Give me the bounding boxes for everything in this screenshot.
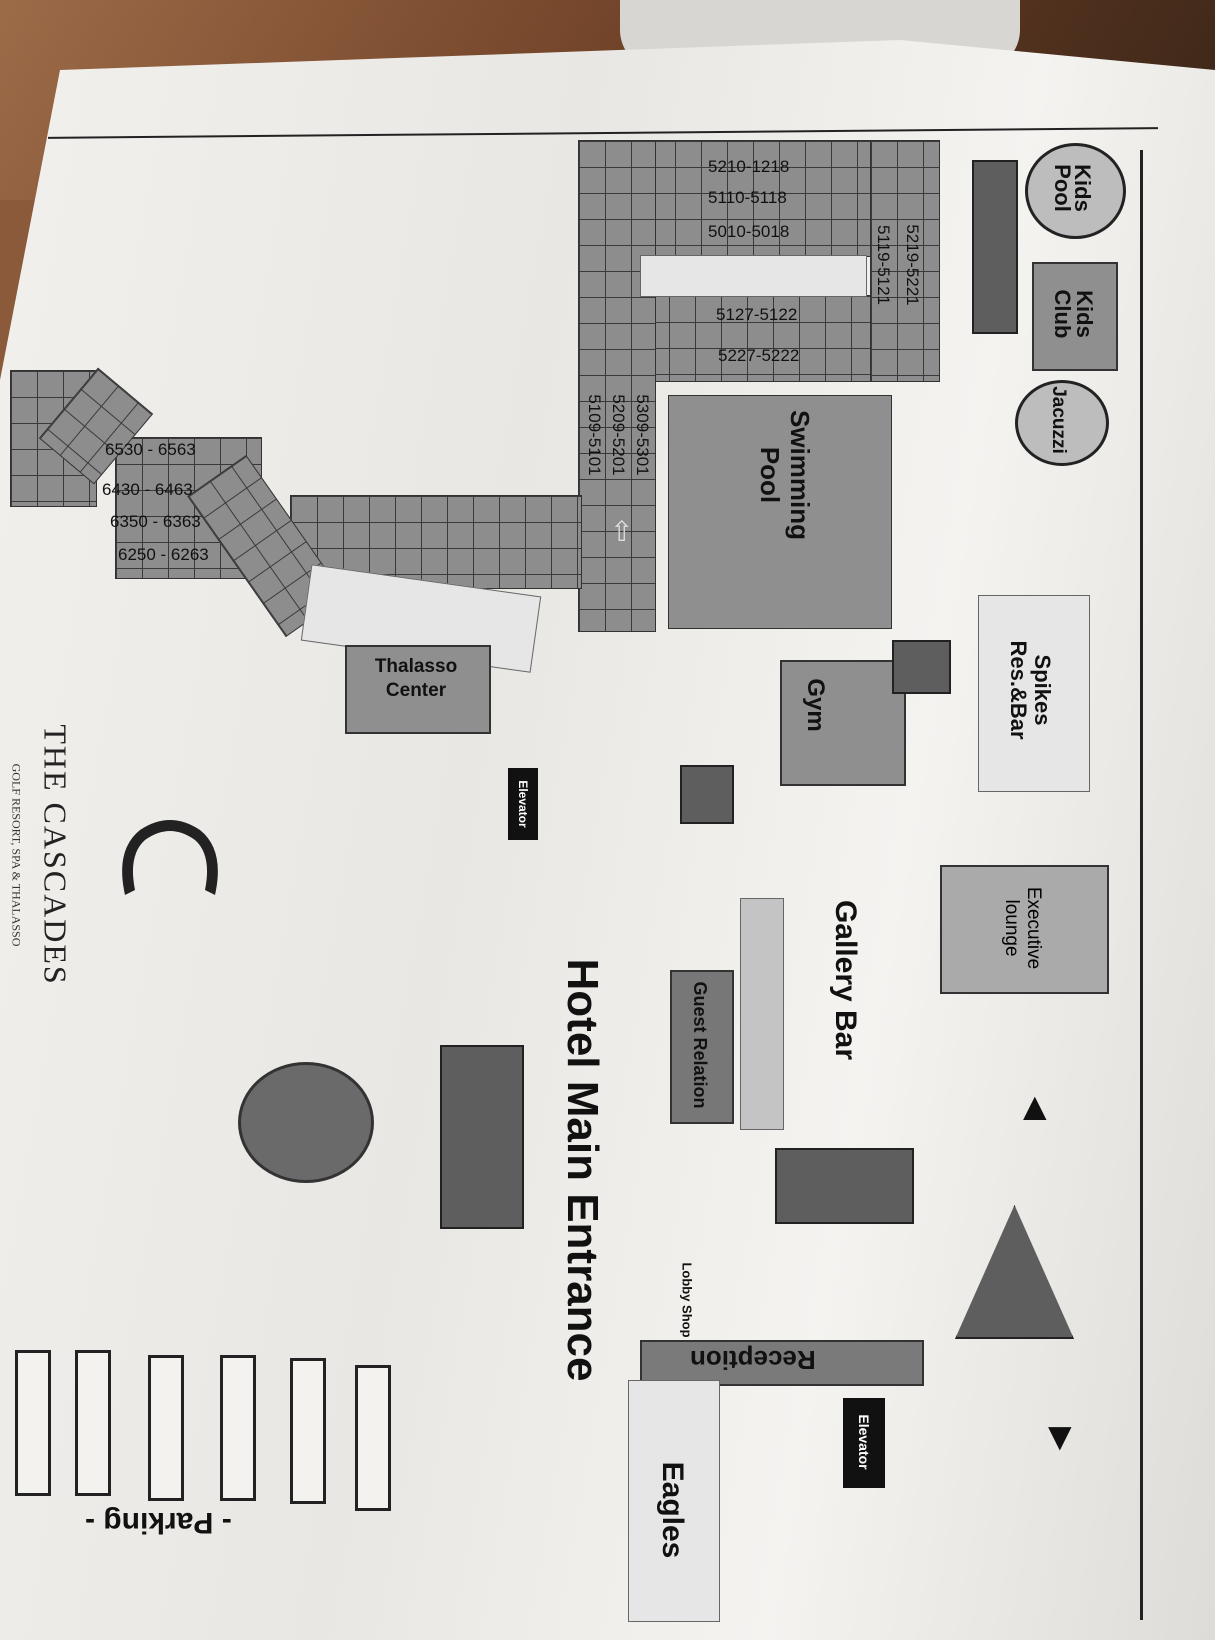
eagles-label: Eagles [656, 1461, 689, 1559]
jacuzzi-area [1015, 380, 1109, 466]
arrow-icon: ⇧ [610, 516, 634, 547]
room-block-5-left [578, 140, 656, 632]
room-range: 5309-5301 [633, 394, 652, 476]
cascades-logo [110, 810, 230, 910]
room-range: 6530 - 6563 [105, 440, 196, 459]
room-range: 5219-5221 [903, 224, 922, 306]
room-range: 5010-5018 [708, 222, 790, 241]
spikes-label: Spikes Res.&Bar [1006, 640, 1055, 740]
thalasso-label: Thalasso Center [374, 656, 458, 701]
room-range: 5110-5118 [708, 188, 787, 207]
room-range: 5127-5122 [716, 305, 798, 324]
room-range: 6350 - 6363 [110, 512, 201, 531]
parking-space [148, 1355, 184, 1501]
elevator-box [508, 768, 538, 840]
entrance-stairs [440, 1045, 524, 1229]
brand-tagline: GOLF RESORT, SPA & THALASSO [9, 763, 24, 947]
parking-space [15, 1350, 51, 1496]
executive-lounge-area [940, 865, 1109, 994]
spikes-area [978, 595, 1090, 792]
room-range: 5109-5101 [585, 394, 604, 476]
kids-pool-label: Kids Pool [1050, 164, 1095, 212]
courtyard [640, 255, 867, 297]
executive-lounge-label: Executive lounge [1001, 886, 1044, 970]
brand-name: THE CASCADES [37, 724, 74, 986]
room-range: 5209-5201 [609, 394, 628, 476]
kids-pool-area [1025, 143, 1126, 239]
parking-space [75, 1350, 111, 1496]
bar-counter [740, 898, 784, 1130]
gym-label: Gym [802, 678, 829, 732]
parking-space [355, 1365, 391, 1511]
gym-area [780, 660, 906, 786]
guest-relation-area [670, 970, 734, 1124]
kids-club-area [1032, 262, 1118, 371]
arrow-down-icon: ▼ [1040, 1415, 1080, 1459]
map-border-right [1140, 150, 1143, 1620]
main-entrance-label: Hotel Main Entrance [558, 958, 607, 1382]
room-range: 6250 - 6263 [118, 545, 209, 564]
room-range: 5119-5121 [874, 224, 893, 306]
fountain [238, 1062, 374, 1183]
lobby-shop-label: Lobby Shop [679, 1262, 695, 1338]
swimming-pool-label: Swimming Pool [755, 409, 815, 540]
stairs [680, 765, 734, 824]
thalasso-area [345, 645, 491, 734]
gallery-bar-label: Gallery Bar [829, 899, 862, 1061]
elevator-label: Elevator [516, 780, 530, 828]
parking-space [290, 1358, 326, 1504]
lounge-seating [775, 1148, 914, 1224]
elevator-label: Elevator [856, 1414, 872, 1470]
kids-club-label: Kids Club [1050, 289, 1097, 339]
arrow-up-icon: ▲ [1015, 1085, 1055, 1129]
kids-structure [972, 160, 1018, 334]
eagles-area [628, 1380, 720, 1622]
room-range: 5227-5222 [718, 346, 800, 365]
parking-label: - Parking - [85, 1506, 232, 1539]
stairs [892, 640, 951, 694]
room-range: 6430 - 6463 [102, 480, 193, 499]
parking-space [220, 1355, 256, 1501]
guest-relation-label: Guest Relation [690, 981, 710, 1109]
elevator-box [843, 1398, 885, 1488]
swimming-pool-area [668, 395, 892, 629]
jacuzzi-label: Jacuzzi [1048, 386, 1069, 454]
reception-label: Reception [690, 1345, 816, 1375]
reception-desk [640, 1340, 924, 1386]
room-block-5-right [870, 140, 940, 382]
room-range: 5210-1218 [708, 157, 790, 176]
